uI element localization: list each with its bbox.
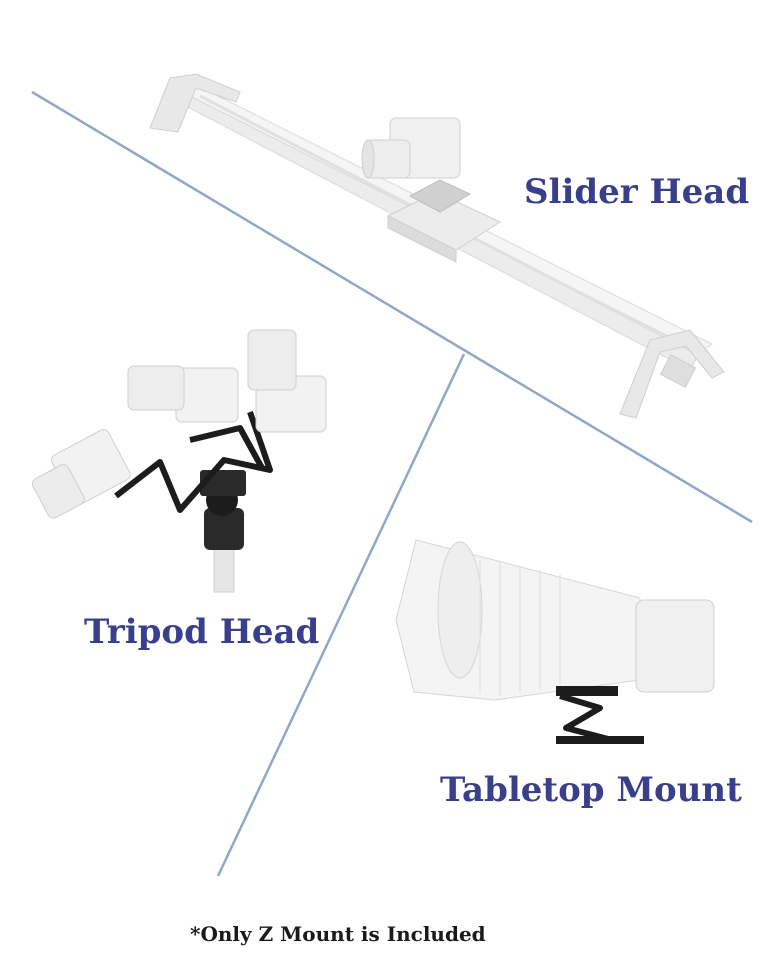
slider-head-label: Slider Head bbox=[524, 172, 750, 212]
footnote-text: *Only Z Mount is Included bbox=[190, 922, 486, 946]
tabletop-illustration bbox=[395, 539, 715, 744]
tripod-head-label: Tripod Head bbox=[84, 612, 320, 652]
tripod-illustration bbox=[31, 329, 327, 593]
tabletop-mount-label: Tabletop Mount bbox=[440, 770, 742, 810]
divider-line-vertical bbox=[216, 353, 466, 877]
divider-line-diagonal bbox=[31, 90, 753, 524]
slider-illustration bbox=[149, 73, 725, 419]
